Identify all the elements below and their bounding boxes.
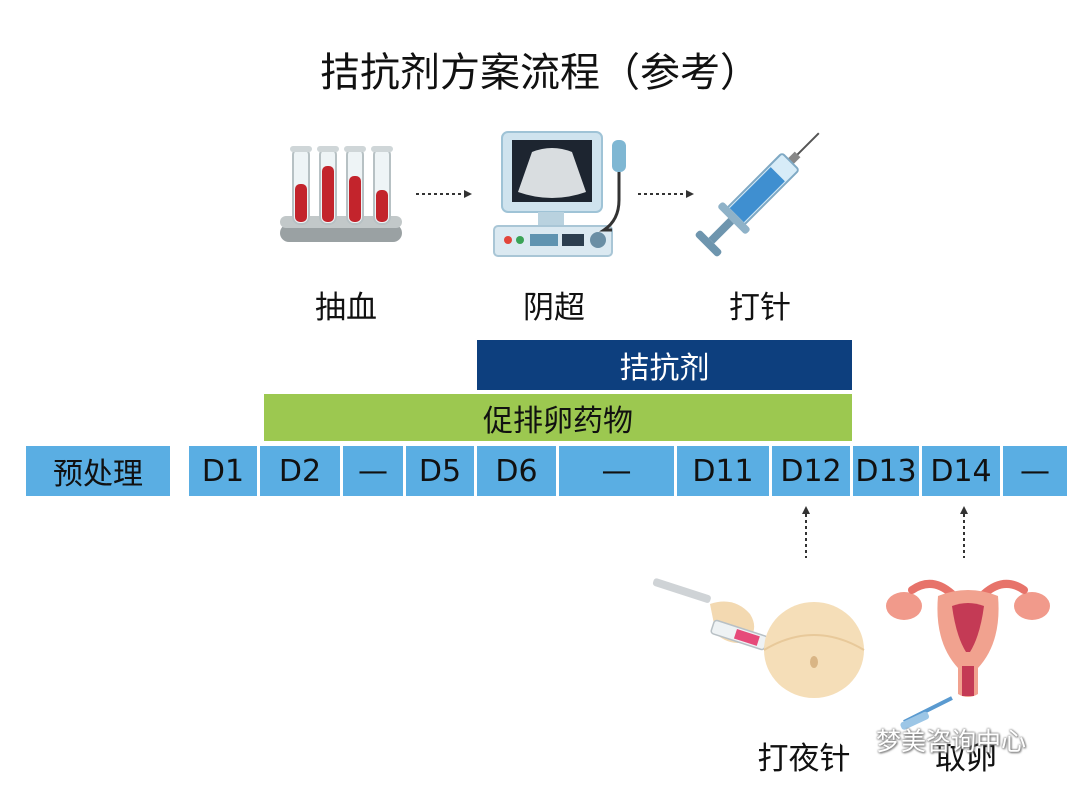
timeline-day: —	[343, 446, 403, 496]
step-label-blood: 抽血	[315, 290, 377, 326]
timeline-pretreatment: 预处理	[26, 446, 170, 496]
timeline-day: —	[559, 446, 674, 496]
wechat-icon	[838, 728, 869, 751]
timeline-day: D14	[922, 446, 1000, 496]
timeline-day: D11	[677, 446, 769, 496]
antagonist-bar: 拮抗剂	[477, 340, 852, 390]
ultrasound-machine-icon	[493, 131, 626, 257]
watermark: 梦美咨询中心	[838, 722, 1026, 758]
dotted-arrow-up-icon	[802, 506, 810, 558]
timeline-day: D2	[260, 446, 340, 496]
ovulation-drug-bar: 促排卵药物	[264, 394, 852, 441]
procedure-label-retrieval: 取卵	[935, 741, 997, 777]
blood-test-tubes-icon	[280, 146, 402, 242]
timeline-day: D5	[406, 446, 474, 496]
timeline-day: D12	[772, 446, 850, 496]
dotted-arrow-icon	[416, 190, 472, 198]
timeline-day: —	[1003, 446, 1067, 496]
uterus-ovaries-icon	[886, 580, 1050, 730]
watermark-text: 梦美咨询中心	[876, 727, 1027, 756]
trigger-injection-icon	[652, 578, 865, 698]
timeline-day: D6	[477, 446, 556, 496]
timeline-day: D13	[853, 446, 919, 496]
dotted-arrow-up-icon	[960, 506, 968, 558]
diagram-title: 拮抗剂方案流程（参考）	[320, 50, 760, 96]
syringe-icon	[695, 132, 820, 257]
dotted-arrow-icon	[638, 190, 694, 198]
step-label-injection: 打针	[729, 290, 791, 326]
timeline-day: D1	[189, 446, 257, 496]
procedure-label-trigger: 打夜针	[757, 741, 851, 777]
step-label-ultrasound: 阴超	[523, 290, 585, 326]
